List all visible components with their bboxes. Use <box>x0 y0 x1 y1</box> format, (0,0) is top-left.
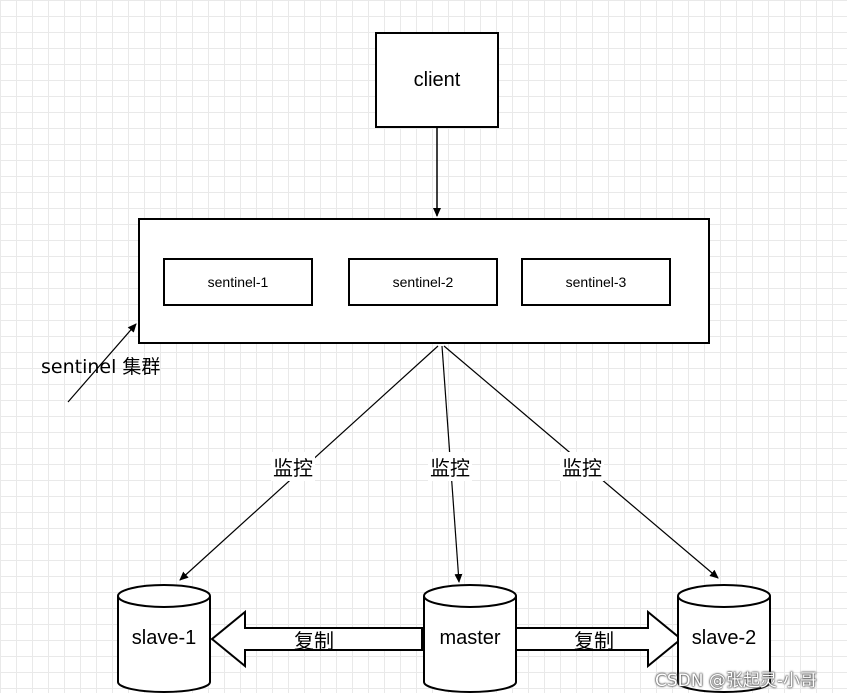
replication-label-left: 复制 <box>294 629 334 653</box>
cluster-label-pointer <box>67 323 137 403</box>
monitor-label-slave2: 监控 <box>560 452 604 481</box>
monitor-label-master: 监控 <box>428 452 472 481</box>
sentinel-node-1: sentinel-1 <box>163 258 313 306</box>
db-slave2-label: slave-2 <box>691 627 757 649</box>
sentinel-node-1-label: sentinel-1 <box>207 274 269 290</box>
sentinel-node-2: sentinel-2 <box>348 258 498 306</box>
replication-arrow-right <box>515 609 683 669</box>
db-master-label: master <box>439 627 501 649</box>
watermark: CSDN @张起灵-小哥 <box>655 671 818 691</box>
monitor-label-slave1: 监控 <box>271 452 315 481</box>
replication-label-right: 复制 <box>574 629 614 653</box>
db-slave1-cylinder <box>117 584 211 693</box>
client-label: client <box>413 68 461 91</box>
db-slave2-cylinder <box>677 584 771 693</box>
sentinel-node-3-label: sentinel-3 <box>565 274 627 290</box>
sentinel-cluster-label: sentinel 集群 <box>41 356 161 378</box>
db-slave1-label: slave-1 <box>131 627 197 649</box>
db-master-cylinder <box>423 584 517 693</box>
client-node: client <box>375 32 499 128</box>
sentinel-node-3: sentinel-3 <box>521 258 671 306</box>
sentinel-node-2-label: sentinel-2 <box>392 274 454 290</box>
replication-arrow-left <box>210 609 423 669</box>
